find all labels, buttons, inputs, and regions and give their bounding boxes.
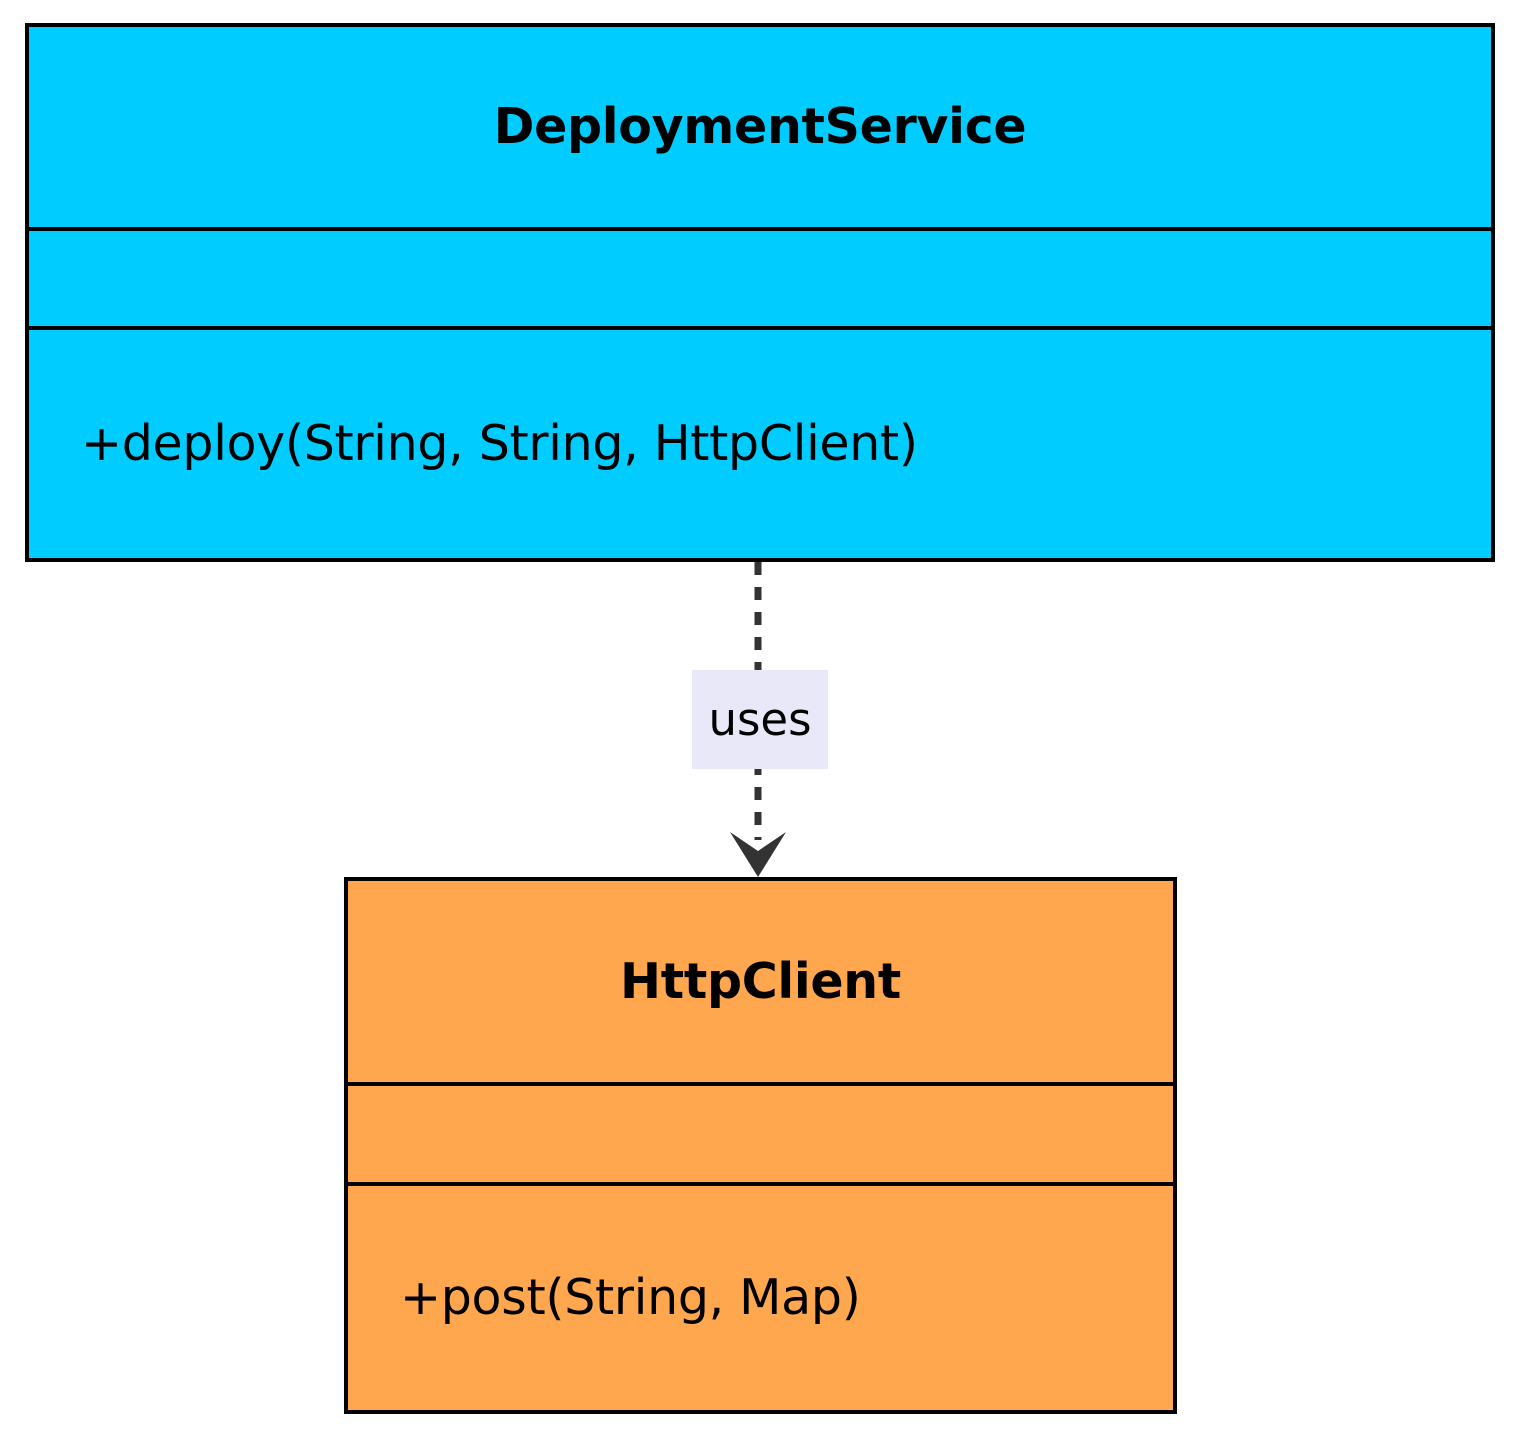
class-name-deploymentservice: DeploymentService [493, 98, 1027, 156]
class-box-deploymentservice[interactable]: DeploymentService +deploy(String, String… [25, 23, 1495, 562]
class-box-httpclient[interactable]: HttpClient +post(String, Map) [344, 877, 1177, 1414]
class-attributes-compartment-deploymentservice [29, 227, 1491, 326]
class-attributes-compartment-httpclient [348, 1082, 1173, 1182]
class-methods-compartment-deploymentservice: +deploy(String, String, HttpClient) [29, 326, 1491, 558]
class-title-compartment-httpclient: HttpClient [348, 881, 1173, 1082]
class-method-deploy: +deploy(String, String, HttpClient) [81, 415, 918, 473]
edge-label-uses-text: uses [708, 693, 812, 746]
class-method-post: +post(String, Map) [400, 1269, 861, 1327]
class-title-compartment-deploymentservice: DeploymentService [29, 27, 1491, 227]
edge-label-uses: uses [692, 670, 828, 769]
dependency-arrowhead-icon [730, 832, 786, 877]
class-methods-compartment-httpclient: +post(String, Map) [348, 1182, 1173, 1410]
class-name-httpclient: HttpClient [619, 952, 902, 1010]
